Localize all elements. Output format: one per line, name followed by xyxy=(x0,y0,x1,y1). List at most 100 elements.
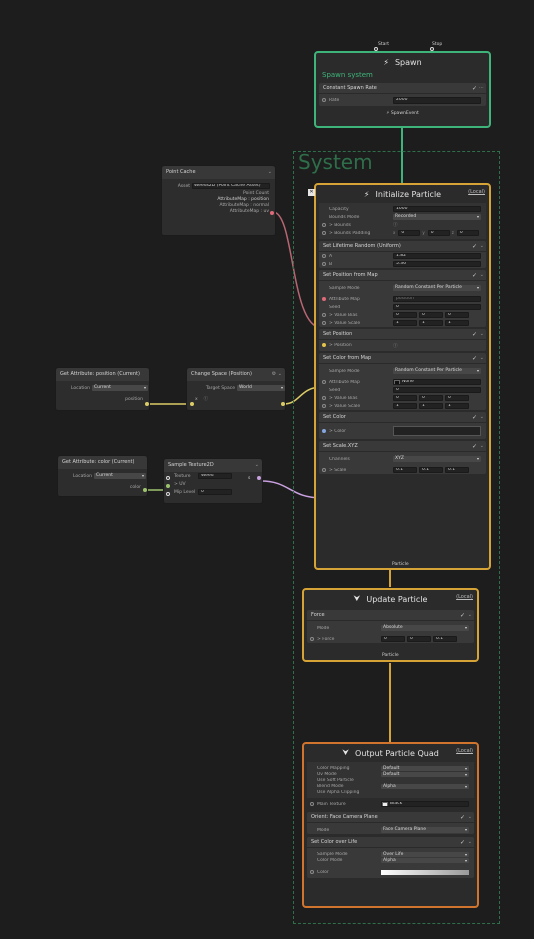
cl-color-mode-select[interactable]: Alpha xyxy=(381,857,469,863)
bias-z-field[interactable]: 0 xyxy=(445,312,469,318)
bounds-port[interactable] xyxy=(322,223,326,227)
color-sample-mode-select[interactable]: Random Constant Per Particle xyxy=(393,368,481,374)
color-bias-z-field[interactable]: 0 xyxy=(445,395,469,401)
color-port[interactable] xyxy=(322,429,326,433)
orient-mode-select[interactable]: Face Camera Plane xyxy=(381,827,469,833)
x-input-port[interactable] xyxy=(190,402,194,406)
init-header[interactable]: ⚡Initialize Particle(Local) ✕ xyxy=(308,185,489,203)
block-enabled-checkbox[interactable]: ✓ xyxy=(459,612,465,619)
color-attribute-map-field[interactable]: None xyxy=(393,379,481,385)
rate-port[interactable] xyxy=(322,98,326,102)
force-y-field[interactable]: 0 xyxy=(407,636,431,642)
texture-field[interactable]: Weed xyxy=(198,473,232,479)
block-menu[interactable]: ⌄ xyxy=(479,243,484,249)
texture-input-port[interactable] xyxy=(166,476,170,480)
attribute-map-port[interactable] xyxy=(322,297,326,301)
node-header[interactable]: Sample Texture2D⌄ xyxy=(164,459,262,472)
block-menu[interactable]: ⌄ xyxy=(479,331,484,337)
attribute-map-field[interactable]: position xyxy=(393,296,481,302)
block-enabled-checkbox[interactable]: ✓ xyxy=(471,443,477,450)
change-space-output-port[interactable] xyxy=(281,402,285,406)
output-context[interactable]: ⮟Output Particle Quad(Local) Color Mappi… xyxy=(302,742,479,908)
color-attribute-map-port[interactable] xyxy=(322,380,326,384)
block-enabled-checkbox[interactable]: ✓ xyxy=(471,331,477,338)
flow-stop-port[interactable] xyxy=(430,47,434,51)
bounds-mode-select[interactable]: Recorded xyxy=(393,214,481,220)
capacity-field[interactable]: 1000 xyxy=(393,206,481,212)
value-bias-port[interactable] xyxy=(322,313,326,317)
block-menu[interactable]: ⌄ xyxy=(479,355,484,361)
attributemap-position-output[interactable]: AttributeMap : position xyxy=(217,196,269,202)
scale-xyz-y-field[interactable]: 0.1 xyxy=(419,467,443,473)
get-attribute-position-node[interactable]: Get Attribute: position (Current) Locati… xyxy=(55,367,150,411)
b-port[interactable] xyxy=(322,262,326,266)
main-texture-port[interactable] xyxy=(310,802,314,806)
location-select[interactable]: Current xyxy=(92,385,148,391)
node-header[interactable]: Change Space (Position)⚙ ⌄ xyxy=(187,368,285,381)
system-frame[interactable] xyxy=(293,151,500,924)
block-menu[interactable]: ⌄ xyxy=(479,414,484,420)
channels-select[interactable]: XYZ xyxy=(393,456,481,462)
scale-xyz-z-field[interactable]: 0.1 xyxy=(445,467,469,473)
spawn-header[interactable]: ⚡Spawn xyxy=(316,53,489,71)
bias-x-field[interactable]: 0 xyxy=(393,312,417,318)
init-output-label[interactable]: Particle xyxy=(392,562,409,567)
point-count-output[interactable]: Point Count xyxy=(243,190,269,196)
mip-input-port[interactable] xyxy=(166,492,170,496)
set-color-block[interactable]: Set Color✓⌄ > Color xyxy=(319,412,486,439)
system-title[interactable]: System xyxy=(298,150,373,174)
block-menu[interactable]: ⌄ xyxy=(467,814,472,820)
target-space-select[interactable]: World xyxy=(237,385,285,391)
node-header[interactable]: Get Attribute: position (Current) xyxy=(56,368,149,381)
block-enabled-checkbox[interactable]: ✓ xyxy=(471,272,477,279)
sample-mode-select[interactable]: Random Constant Per Particle xyxy=(393,285,481,291)
color-scale-x-field[interactable]: 1 xyxy=(393,403,417,409)
collapse-icon[interactable]: ⌄ xyxy=(254,462,259,468)
asset-field[interactable]: Weeds2D (Point Cache Asset) xyxy=(192,183,270,189)
color-seed-field[interactable]: 0 xyxy=(393,387,481,393)
scale-z-field[interactable]: 1 xyxy=(445,320,469,326)
space-toggle[interactable]: (Local) xyxy=(456,594,473,600)
compile-icon[interactable]: ✕ xyxy=(308,189,315,196)
mode-select[interactable]: Absolute xyxy=(381,625,469,631)
bias-y-field[interactable]: 0 xyxy=(419,312,443,318)
blend-mode-select[interactable]: Alpha xyxy=(381,783,469,789)
color-bias-x-field[interactable]: 0 xyxy=(393,395,417,401)
force-port[interactable] xyxy=(310,637,314,641)
space-icon[interactable]: ⓛ xyxy=(203,397,209,402)
color-output-port[interactable] xyxy=(143,488,147,492)
bounds-space-icon[interactable]: ⓛ xyxy=(393,223,398,228)
gradient-field[interactable] xyxy=(381,869,469,875)
a-port[interactable] xyxy=(322,254,326,258)
padding-z-field[interactable]: 0 xyxy=(456,230,479,236)
block-enabled-checkbox[interactable]: ✓ xyxy=(471,243,477,250)
cl-color-port[interactable] xyxy=(310,870,314,874)
block-menu[interactable]: ⌄ xyxy=(467,839,472,845)
force-z-field[interactable]: 0.1 xyxy=(433,636,457,642)
update-header[interactable]: ⮟Update Particle(Local) xyxy=(304,590,477,608)
scale-y-field[interactable]: 1 xyxy=(419,320,443,326)
block-enabled-checkbox[interactable]: ✓ xyxy=(471,414,477,421)
value-scale-port[interactable] xyxy=(322,321,326,325)
location-select[interactable]: Current xyxy=(94,473,146,479)
color-field[interactable] xyxy=(393,426,481,436)
s-output-port[interactable] xyxy=(257,476,261,480)
color-mapping-select[interactable]: Default xyxy=(381,765,469,771)
color-scale-y-field[interactable]: 1 xyxy=(419,403,443,409)
block-menu[interactable]: ⌄ xyxy=(479,272,484,278)
block-menu[interactable]: ⌄ xyxy=(479,443,484,449)
color-bias-y-field[interactable]: 0 xyxy=(419,395,443,401)
settings-icon[interactable]: ⚙ ⌄ xyxy=(271,371,282,377)
scale-x-field[interactable]: 1 xyxy=(393,320,417,326)
spawn-context[interactable]: ⚡Spawn Spawn system Constant Spawn Rate … xyxy=(314,51,491,128)
